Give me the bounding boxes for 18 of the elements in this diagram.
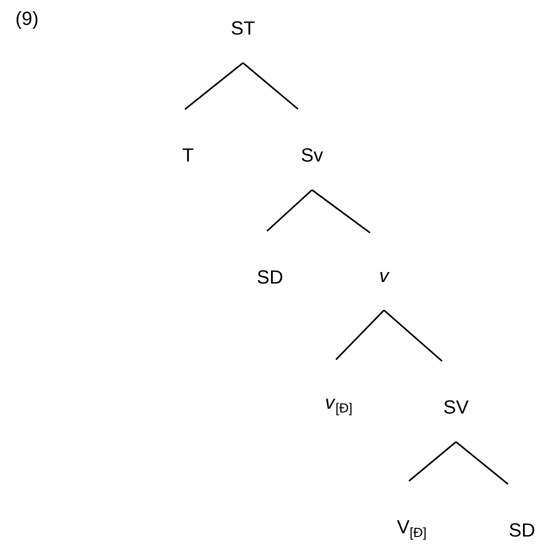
branch-line <box>312 189 370 234</box>
branch-line <box>455 441 508 485</box>
tree-label: ST <box>232 21 255 35</box>
tree-label: Sv <box>302 148 323 162</box>
tree-label: v <box>380 272 390 282</box>
branch-line <box>335 310 385 360</box>
example-number: (9) <box>16 11 38 29</box>
branch-line <box>266 189 313 232</box>
tree-label: SV <box>444 400 469 414</box>
branch-line <box>383 310 443 362</box>
branch-line <box>408 441 456 482</box>
tree-label: SD <box>510 523 534 537</box>
tree-label: T <box>182 148 194 162</box>
branch-line <box>184 62 244 110</box>
branch-line <box>242 62 298 110</box>
tree-label: v$_{[Đ]}$ <box>326 398 352 416</box>
tree-label: V$_{[Đ]}$ <box>397 520 426 540</box>
tree-label: SD <box>258 270 282 284</box>
